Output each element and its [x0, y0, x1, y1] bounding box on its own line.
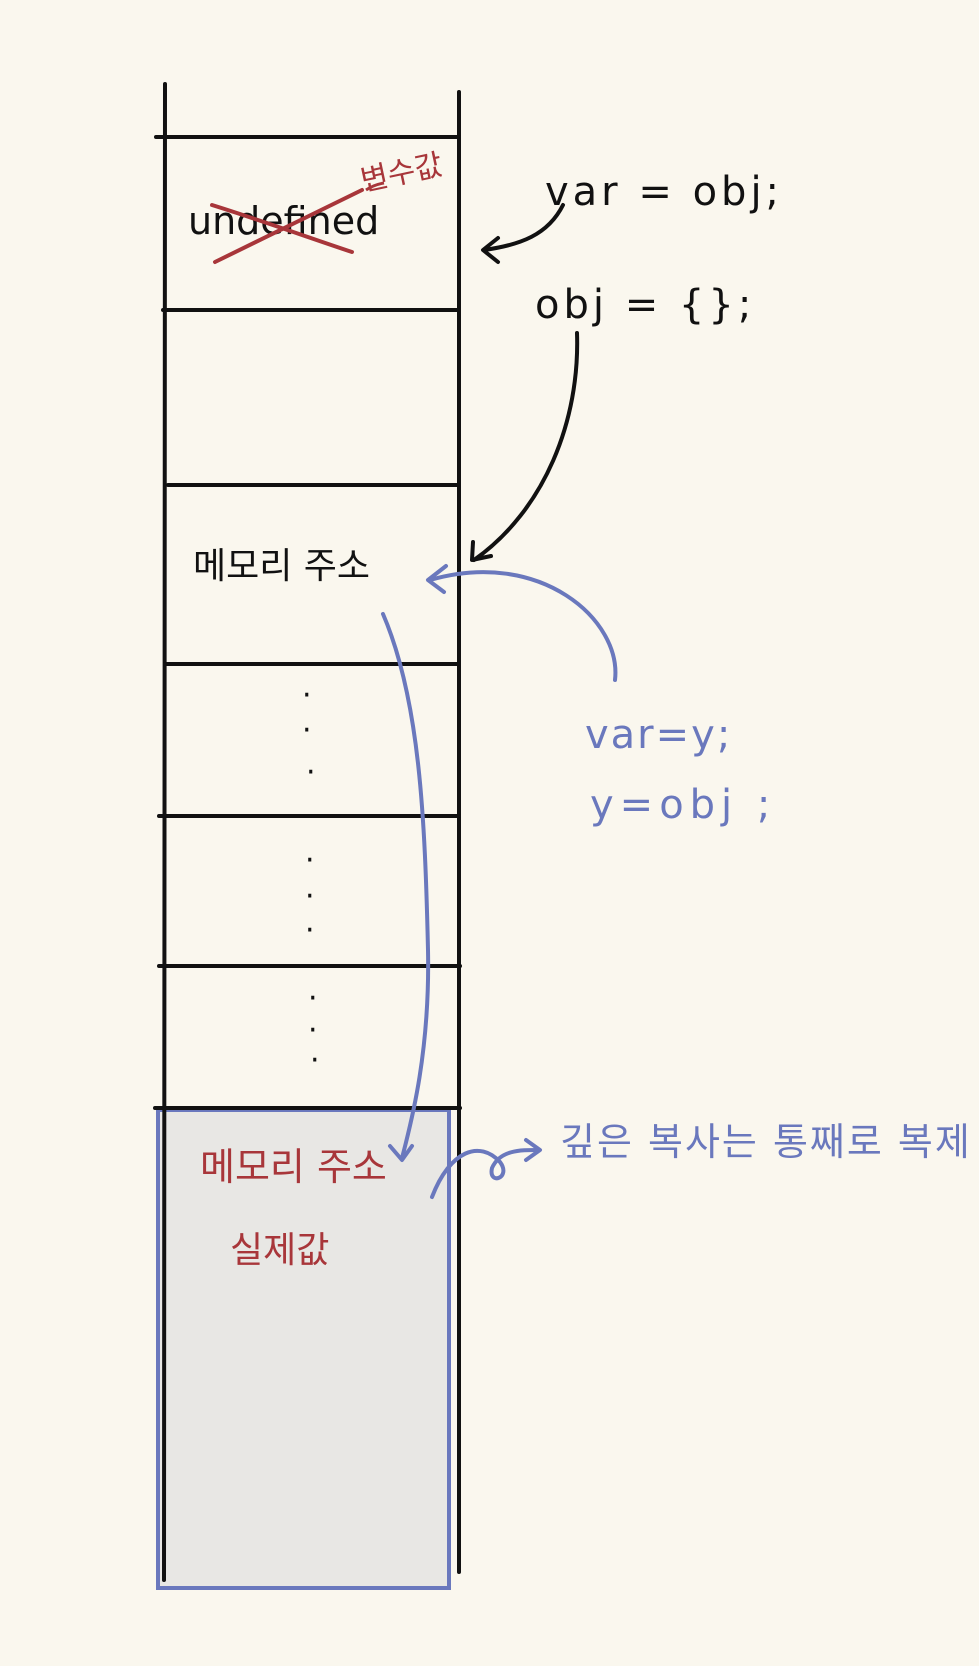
- stack-dividers: [153, 135, 462, 1110]
- cell-1-correction: 변수값: [357, 148, 445, 199]
- code-blue-line-1: var=y;: [585, 712, 732, 758]
- svg-text:·: ·: [305, 843, 315, 878]
- heap-line-1: 메모리 주소: [200, 1145, 387, 1189]
- code-declare-var: var = obj;: [545, 169, 783, 215]
- arrow-address-to-heap: [381, 612, 431, 1162]
- svg-text:·: ·: [305, 913, 315, 948]
- arrow-var-to-cell-1: [481, 203, 565, 264]
- arrow-obj-to-cell-3: [470, 331, 580, 562]
- cross-out-mark: [210, 188, 364, 264]
- ellipsis-dots: · · · · · · · · ·: [302, 678, 320, 1078]
- svg-text:·: ·: [306, 755, 316, 790]
- svg-text:·: ·: [308, 1013, 318, 1048]
- code-blue-line-2: y=obj ;: [590, 782, 776, 828]
- svg-text:·: ·: [310, 1043, 320, 1078]
- arrow-y-to-cell-3: [426, 564, 618, 682]
- heap-line-2: 실제값: [230, 1230, 329, 1271]
- stack-frame: [162, 82, 462, 1582]
- arrow-to-deep-copy-note: [430, 1138, 542, 1199]
- svg-text:·: ·: [305, 879, 315, 914]
- svg-text:·: ·: [302, 678, 312, 713]
- svg-text:·: ·: [302, 713, 312, 748]
- deep-copy-note: 깊은 복사는 통째로 복제: [560, 1120, 972, 1164]
- heap-block: [156, 1108, 451, 1590]
- cell-3-text: 메모리 주소: [193, 546, 370, 587]
- svg-text:·: ·: [308, 981, 318, 1016]
- correction-stroke: [365, 181, 385, 192]
- code-assign-obj: obj = {};: [535, 282, 755, 328]
